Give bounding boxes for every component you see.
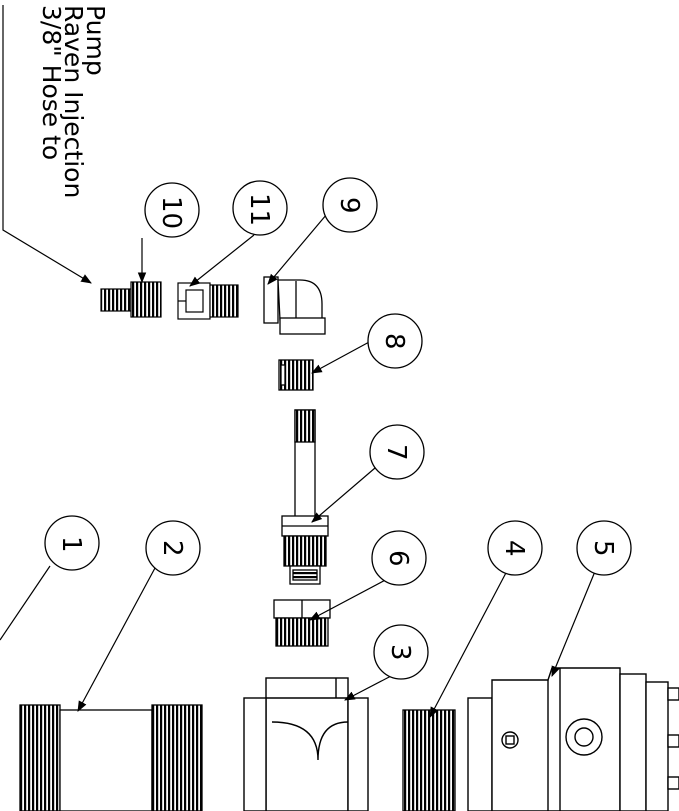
balloon-5: 5	[576, 520, 632, 576]
part-2-pipe-nipple	[19, 704, 203, 811]
balloon-3-label: 3	[385, 644, 415, 661]
balloon-7-label: 7	[381, 444, 411, 461]
balloon-6-label: 6	[383, 550, 413, 567]
hose-note-line-1: 3/8" Hose to	[37, 5, 66, 160]
leader-lines	[0, 207, 597, 718]
balloon-2: 2	[145, 520, 201, 576]
balloon-9-label: 9	[334, 197, 364, 214]
balloon-5-label: 5	[588, 540, 618, 557]
balloon-11: 11	[232, 180, 288, 236]
hose-note: 3/8" Hose to Raven Injection Pump	[37, 5, 110, 198]
part-11-adapter	[177, 282, 239, 320]
balloon-8: 8	[367, 313, 423, 369]
part-5-valve-body	[467, 667, 679, 811]
balloon-10: 10	[144, 182, 200, 238]
part-9-elbow	[263, 276, 326, 335]
hose-note-line-3: Pump	[81, 5, 110, 76]
balloon-3: 3	[373, 624, 429, 680]
balloon-6: 6	[371, 530, 427, 586]
balloon-4-label: 4	[499, 540, 529, 557]
part-10-hose-barb	[100, 281, 162, 318]
part-8-plug	[278, 359, 314, 391]
part-balloons: 10 11 9 8 7 6 3 4	[44, 177, 632, 680]
part-4-nipple	[402, 709, 456, 811]
balloon-7: 7	[369, 424, 425, 480]
part-6-bushing	[273, 599, 331, 647]
balloon-10-label: 10	[156, 196, 186, 229]
part-7-long-nipple	[281, 409, 329, 585]
balloon-2-label: 2	[157, 540, 187, 557]
balloon-8-label: 8	[379, 333, 409, 350]
balloon-4: 4	[487, 520, 543, 576]
balloon-1: 1	[44, 515, 100, 571]
balloon-11-label: 11	[244, 193, 274, 226]
balloon-1-label: 1	[56, 536, 86, 553]
hose-note-leader	[2, 5, 92, 284]
hose-note-line-2: Raven Injection	[59, 5, 88, 198]
balloon-9: 9	[322, 177, 378, 233]
part-3-tee	[243, 677, 369, 811]
